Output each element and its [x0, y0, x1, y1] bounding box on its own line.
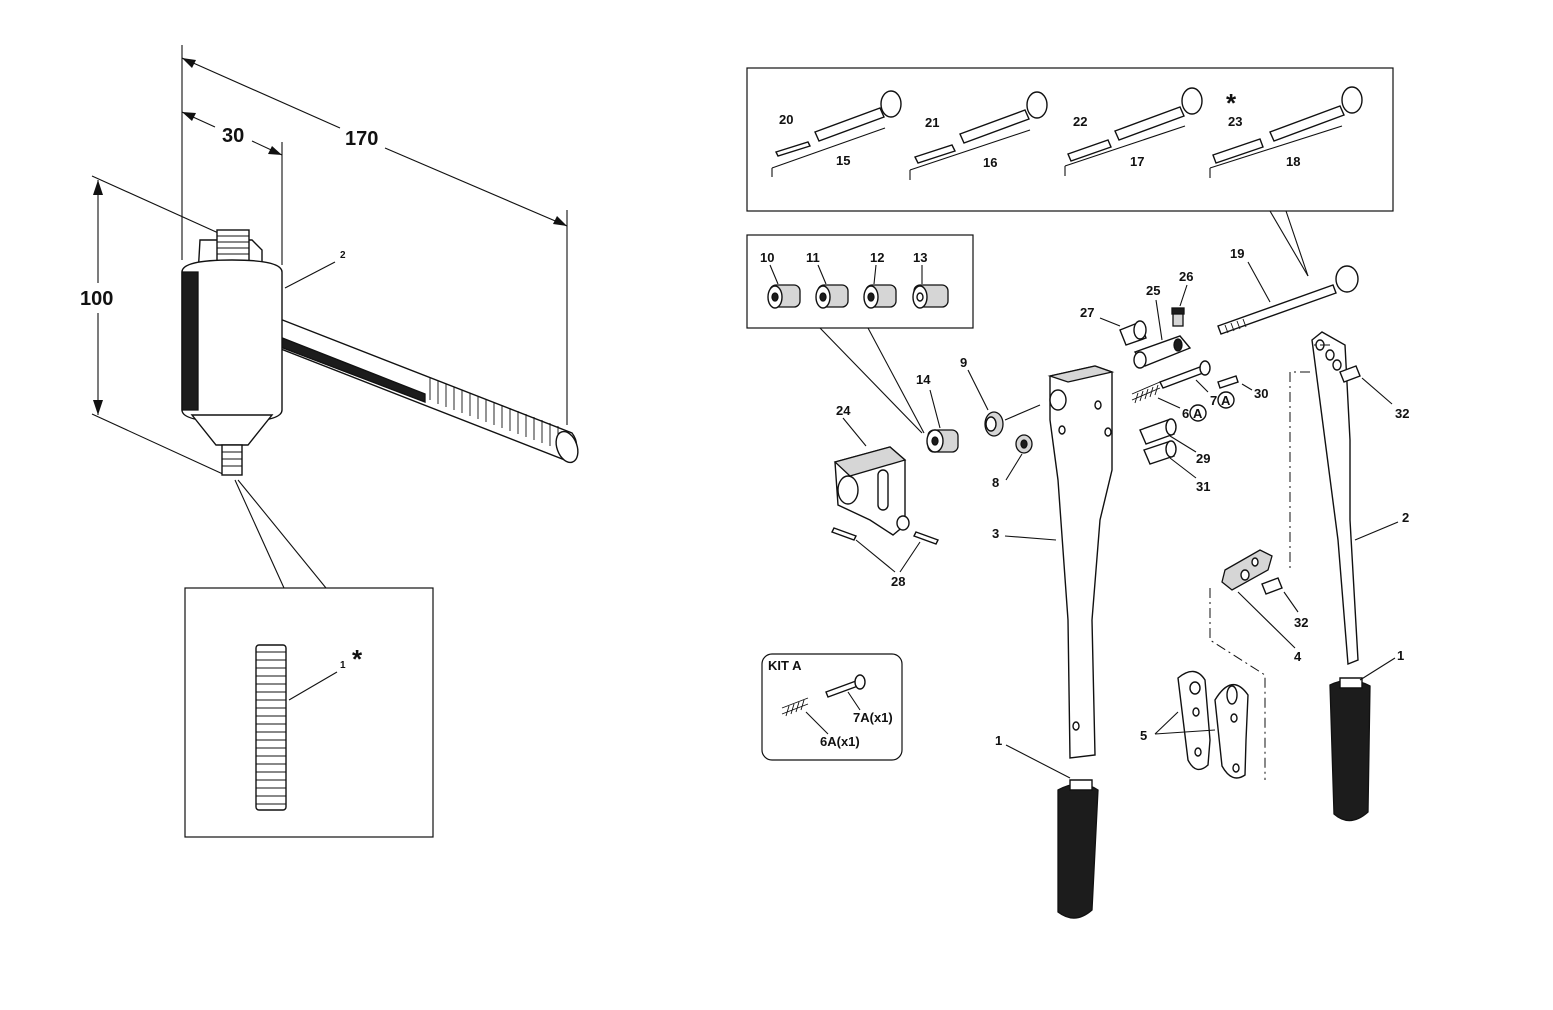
- part-6A-spring: 6 A: [1131, 381, 1207, 422]
- callout-26: 26: [1179, 269, 1193, 284]
- callout-30: 30: [1254, 386, 1268, 401]
- label-pin-16: 16: [983, 155, 997, 170]
- nuts-panel: 10 11 12 13: [746, 234, 974, 434]
- callout-32-lower: 32: [1294, 615, 1308, 630]
- label-pin-18: 18: [1286, 154, 1300, 169]
- kit-screw-7A: 7A(x1): [825, 674, 893, 725]
- callout-29: 29: [1196, 451, 1210, 466]
- callout-1-left: 1: [995, 733, 1002, 748]
- kit-spring-label: 6A(x1): [820, 734, 860, 749]
- part-5-plates: 5: [1140, 670, 1249, 779]
- pin-group-4: 23 * 18: [1209, 86, 1363, 178]
- callout-31: 31: [1196, 479, 1210, 494]
- label-screw-23: 23: [1228, 114, 1242, 129]
- callout-19: 19: [1230, 246, 1244, 261]
- pin-group-3: 22 17: [1064, 87, 1203, 176]
- stud-detail-box: 1 *: [184, 587, 434, 838]
- label-screw-21: 21: [925, 115, 939, 130]
- part-25-clevis: 25: [1133, 283, 1192, 369]
- part-32-pin-lower: 32: [1261, 577, 1308, 630]
- label-nut-10: 10: [760, 250, 774, 265]
- pin-group-2: 21 16: [909, 91, 1048, 180]
- callout-14: 14: [916, 372, 931, 387]
- circle-A-6: A: [1193, 406, 1203, 421]
- label-pin-15: 15: [836, 153, 850, 168]
- part-14-nut: 14: [916, 372, 959, 453]
- label-pin-17: 17: [1130, 154, 1144, 169]
- part-31-pin: 31: [1143, 440, 1210, 494]
- part-4-link: 4: [1221, 549, 1302, 664]
- part-26-screw: 26: [1171, 269, 1193, 327]
- nut-13: 13: [912, 250, 949, 309]
- part-30-pin: 30: [1217, 375, 1268, 401]
- nut-12: 12: [863, 250, 897, 309]
- nut-11: 11: [806, 250, 849, 309]
- kit-a-box: KIT A 7A(x1) 6A(x1): [761, 653, 903, 761]
- part-7A-screw: 7 A: [1159, 360, 1235, 409]
- grip-1-left: 1: [995, 733, 1099, 919]
- part-8-nut: 8: [992, 434, 1033, 490]
- callout-27: 27: [1080, 305, 1094, 320]
- label-screw-22: 22: [1073, 114, 1087, 129]
- callout-28: 28: [891, 574, 905, 589]
- kit-title: KIT A: [768, 658, 802, 673]
- part-27-cylinder: 27: [1080, 305, 1147, 346]
- circle-A-7: A: [1221, 393, 1231, 408]
- nut-10: 10: [760, 250, 801, 309]
- callout-1-right: 1: [1397, 648, 1404, 663]
- dim-100-label: 100: [80, 288, 113, 310]
- callout-4: 4: [1294, 649, 1302, 664]
- part-9-nut: 9: [960, 355, 1004, 437]
- kit-screw-label: 7A(x1): [853, 710, 893, 725]
- label-nut-12: 12: [870, 250, 884, 265]
- callout-7: 7: [1210, 393, 1217, 408]
- part-29-pin: 29: [1139, 418, 1210, 466]
- callout-32-upper: 32: [1395, 406, 1409, 421]
- part-19-pin: 19: [1217, 246, 1359, 335]
- asterisk-stud: *: [352, 644, 363, 674]
- pin-group-1: 20 15: [771, 90, 902, 177]
- callout-body-2: 2: [340, 250, 346, 261]
- asterisk-group-4: *: [1226, 88, 1237, 118]
- callout-8: 8: [992, 475, 999, 490]
- dim-30-label: 30: [222, 125, 244, 147]
- pins-panel: 20 15 21 16 22 17: [746, 67, 1394, 277]
- part-28-screws: 28: [831, 527, 939, 589]
- kit-spring-6A: 6A(x1): [781, 697, 860, 749]
- part-32-pin-upper: 32: [1339, 365, 1409, 421]
- callout-5: 5: [1140, 728, 1147, 743]
- dim-170-label: 170: [345, 128, 378, 150]
- callout-24: 24: [836, 403, 851, 418]
- label-nut-11: 11: [806, 250, 820, 265]
- label-screw-20: 20: [779, 112, 793, 127]
- part-2-handle: 2: [1311, 331, 1409, 666]
- mechanism-exploded-view: 19 26 25 27 7: [831, 246, 1409, 919]
- callout-9: 9: [960, 355, 967, 370]
- callout-stud-1: 1: [340, 660, 346, 671]
- threaded-bar: [253, 310, 579, 464]
- grip-1-right: 1: [1329, 648, 1404, 822]
- callout-3: 3: [992, 526, 999, 541]
- part-3-handle: 3: [992, 365, 1115, 759]
- label-nut-13: 13: [913, 250, 927, 265]
- assembled-tool-view: 170 30 100 2: [80, 45, 579, 589]
- callout-2-right: 2: [1402, 510, 1409, 525]
- part-24-jaw: 24: [833, 403, 910, 536]
- tool-body: [181, 229, 283, 476]
- callout-6: 6: [1182, 406, 1189, 421]
- callout-25: 25: [1146, 283, 1160, 298]
